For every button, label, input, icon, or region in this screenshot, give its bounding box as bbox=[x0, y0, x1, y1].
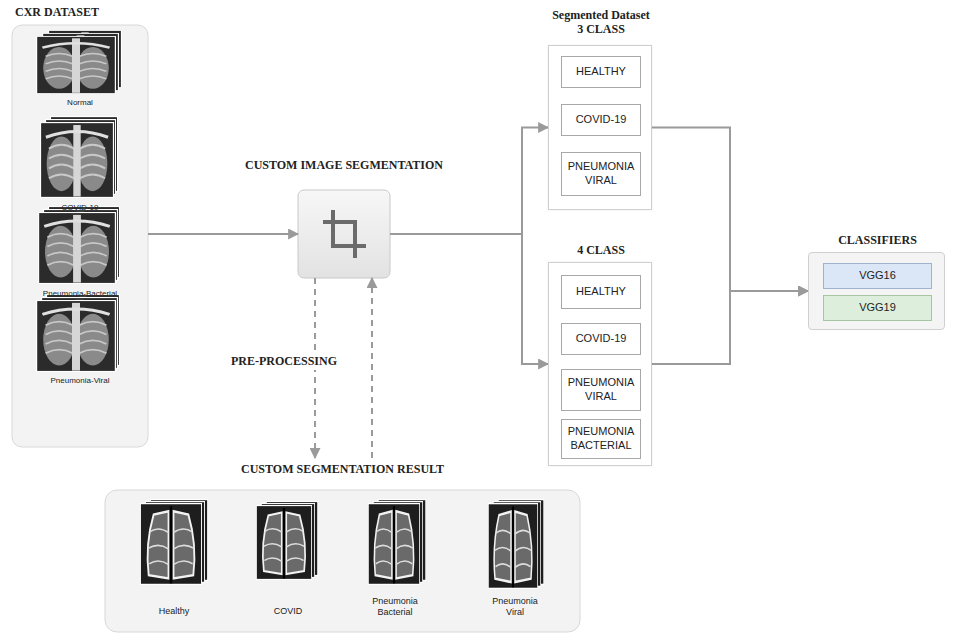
class-box: PNEUMONIA BACTERIAL bbox=[561, 419, 641, 459]
image-caption: Pneumonia Viral bbox=[484, 596, 546, 618]
image-caption: Pneumonia-Viral bbox=[20, 376, 140, 386]
image-caption: COVID-19 bbox=[20, 203, 140, 213]
flow-arrow bbox=[390, 128, 548, 235]
segmentation-box bbox=[298, 190, 390, 278]
classifier-box: VGG16 bbox=[823, 263, 932, 289]
flow-arrow bbox=[390, 234, 548, 364]
box-text: VGG16 bbox=[859, 269, 896, 283]
group-heading: CUSTOM SEGMENTATION RESULT bbox=[105, 462, 580, 476]
box-text: COVID-19 bbox=[576, 113, 627, 127]
image-caption: Normal bbox=[20, 98, 140, 108]
step-label: PRE-PROCESSING bbox=[228, 352, 340, 370]
xray-bacterial bbox=[38, 206, 120, 284]
class-box: HEALTHY bbox=[561, 275, 641, 309]
group-heading: CLASSIFIERS bbox=[809, 233, 946, 247]
box-text: PNEUMONIA VIRAL bbox=[566, 160, 636, 188]
image-caption: COVID bbox=[248, 606, 328, 617]
crop-icon bbox=[325, 212, 364, 256]
flow-arrow bbox=[652, 291, 808, 364]
class-box: PNEUMONIA VIRAL bbox=[561, 369, 641, 411]
box-text: HEALTHY bbox=[576, 65, 626, 79]
segmented-healthy bbox=[140, 499, 208, 585]
group-heading: CXR DATASET bbox=[15, 5, 155, 19]
image-caption: Healthy bbox=[134, 606, 214, 617]
result-panel bbox=[105, 490, 580, 632]
box-text: VGG19 bbox=[859, 301, 896, 315]
class-box: COVID-19 bbox=[561, 104, 641, 136]
flow-arrow bbox=[371, 278, 373, 458]
image-caption: Pneumonia Bacterial bbox=[364, 596, 426, 618]
group-heading: 4 CLASS bbox=[549, 243, 653, 257]
box-text: PNEUMONIA VIRAL bbox=[566, 376, 636, 404]
class-box: HEALTHY bbox=[561, 56, 641, 88]
group-heading: CUSTOM IMAGE SEGMENTATION bbox=[214, 158, 474, 172]
box-text: HEALTHY bbox=[576, 285, 626, 299]
flow-arrow bbox=[148, 233, 298, 235]
class-box: COVID-19 bbox=[561, 323, 641, 355]
class-box: PNEUMONIA VIRAL bbox=[561, 152, 641, 196]
segmented-viral bbox=[488, 499, 544, 589]
segmented-covid bbox=[256, 501, 318, 580]
classifier-group: CLASSIFIERSVGG16VGG19 bbox=[808, 252, 945, 330]
box-text: COVID-19 bbox=[576, 332, 627, 346]
segmented-bacterial bbox=[368, 499, 426, 585]
classifier-box: VGG19 bbox=[823, 295, 932, 321]
xray-normal bbox=[36, 30, 122, 94]
dataset-panel bbox=[12, 25, 148, 447]
xray-covid bbox=[40, 116, 118, 198]
group-heading: Segmented Dataset 3 CLASS bbox=[550, 8, 652, 37]
xray-viral bbox=[36, 294, 120, 372]
segmentation-step: CUSTOM IMAGE SEGMENTATION bbox=[298, 190, 390, 278]
class-group: Segmented Dataset 3 CLASSHEALTHYCOVID-19… bbox=[548, 45, 652, 210]
class-group: 4 CLASSHEALTHYCOVID-19PNEUMONIA VIRALPNE… bbox=[548, 262, 652, 466]
box-text: PNEUMONIA BACTERIAL bbox=[566, 425, 636, 453]
image-caption: Pneumonia-Bacterial bbox=[20, 289, 140, 299]
flow-arrow bbox=[652, 128, 808, 292]
